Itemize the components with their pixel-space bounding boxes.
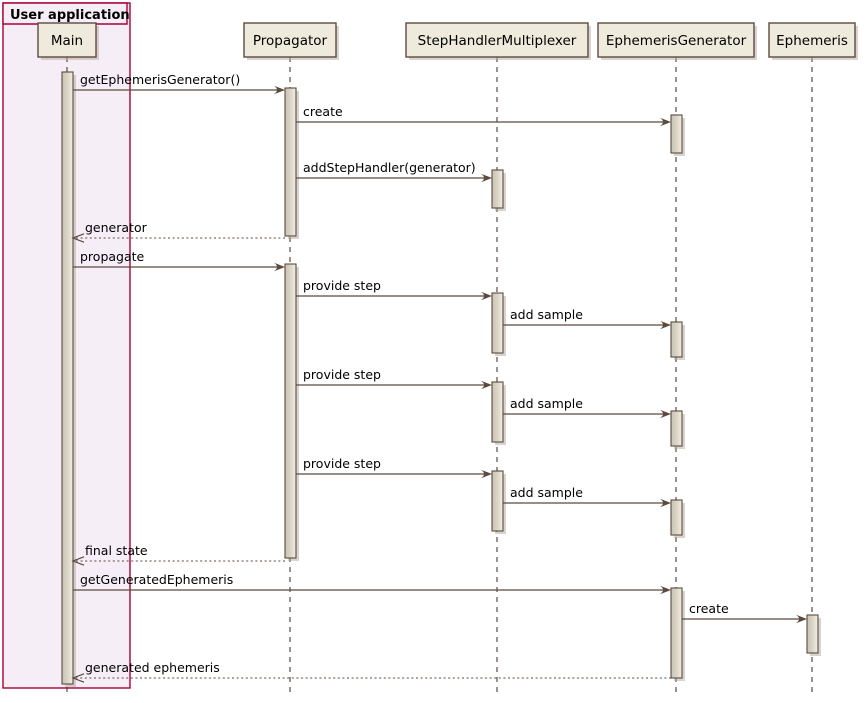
participant-label-ephemeris: Ephemeris <box>776 33 848 49</box>
message-label-m6: provide step <box>303 278 381 293</box>
message-label-m1: getEphemerisGenerator() <box>80 72 240 87</box>
message-label-m10: provide step <box>303 456 381 471</box>
participant-label-main: Main <box>51 33 83 49</box>
activation-bar-generator-6 <box>670 321 683 358</box>
message-arrowhead-m2 <box>660 117 671 127</box>
participant-boxes-layer: Main Propagator StepHandlerMultiplexer Ephe… <box>37 22 858 60</box>
message-arrowhead-m15 <box>71 673 85 683</box>
message-arrowhead-m5 <box>274 262 285 272</box>
activation-bar-generator-8 <box>670 410 683 447</box>
message-label-m3: addStepHandler(generator) <box>303 160 476 175</box>
activation-bars-layer <box>61 71 821 687</box>
message-arrowhead-m14 <box>796 614 807 624</box>
participant-box-main[interactable] <box>37 22 97 58</box>
lifelines-layer <box>66 57 813 692</box>
messages-layer: getEphemerisGenerator() create addStepHand… <box>71 72 807 683</box>
participant-label-propagator: Propagator <box>253 33 328 49</box>
message-label-m7: add sample <box>510 307 583 322</box>
activation-bar-generator-10 <box>670 499 683 536</box>
participant-box-ephemeris[interactable] <box>768 22 856 58</box>
activation-bar-multiplexer-5 <box>491 292 504 354</box>
message-arrowhead-m12 <box>71 556 85 566</box>
message-label-m12: final state <box>85 543 148 558</box>
activation-bar-multiplexer-7 <box>491 381 504 443</box>
message-label-m13: getGeneratedEphemeris <box>80 572 233 587</box>
message-arrowhead-m8 <box>481 380 492 390</box>
frame-label-text: User application <box>10 8 130 23</box>
message-label-m14: create <box>689 601 729 616</box>
activation-bar-generator-11 <box>670 587 683 679</box>
participant-label-generator: EphemerisGenerator <box>606 33 747 49</box>
participant-box-propagator[interactable] <box>243 22 337 58</box>
message-label-m8: provide step <box>303 367 381 382</box>
message-label-m2: create <box>303 104 343 119</box>
message-arrowhead-m7 <box>660 320 671 330</box>
message-label-m9: add sample <box>510 396 583 411</box>
message-label-m4: generator <box>85 220 148 235</box>
activation-bar-multiplexer-3 <box>491 169 504 209</box>
activation-bar-main-0 <box>61 71 74 685</box>
message-label-m11: add sample <box>510 485 583 500</box>
message-arrowhead-m11 <box>660 498 671 508</box>
participant-box-multiplexer[interactable] <box>405 22 589 58</box>
message-arrowhead-m9 <box>660 409 671 419</box>
message-arrowhead-m3 <box>481 173 492 183</box>
participant-label-multiplexer: StepHandlerMultiplexer <box>418 33 577 49</box>
message-arrowhead-m10 <box>481 469 492 479</box>
activation-bar-generator-2 <box>670 114 683 154</box>
message-label-m15: generated ephemeris <box>85 660 220 675</box>
message-label-m5: propagate <box>80 249 145 264</box>
activation-bar-ephemeris-12 <box>806 614 819 654</box>
message-arrowhead-m6 <box>481 291 492 301</box>
activation-bar-propagator-1 <box>284 87 297 237</box>
message-arrowhead-m1 <box>274 85 285 95</box>
activation-bar-propagator-4 <box>284 263 297 559</box>
participant-box-generator[interactable] <box>597 22 755 58</box>
message-arrowhead-m4 <box>71 233 85 243</box>
activation-bar-multiplexer-9 <box>491 470 504 532</box>
message-arrowhead-m13 <box>660 585 671 595</box>
